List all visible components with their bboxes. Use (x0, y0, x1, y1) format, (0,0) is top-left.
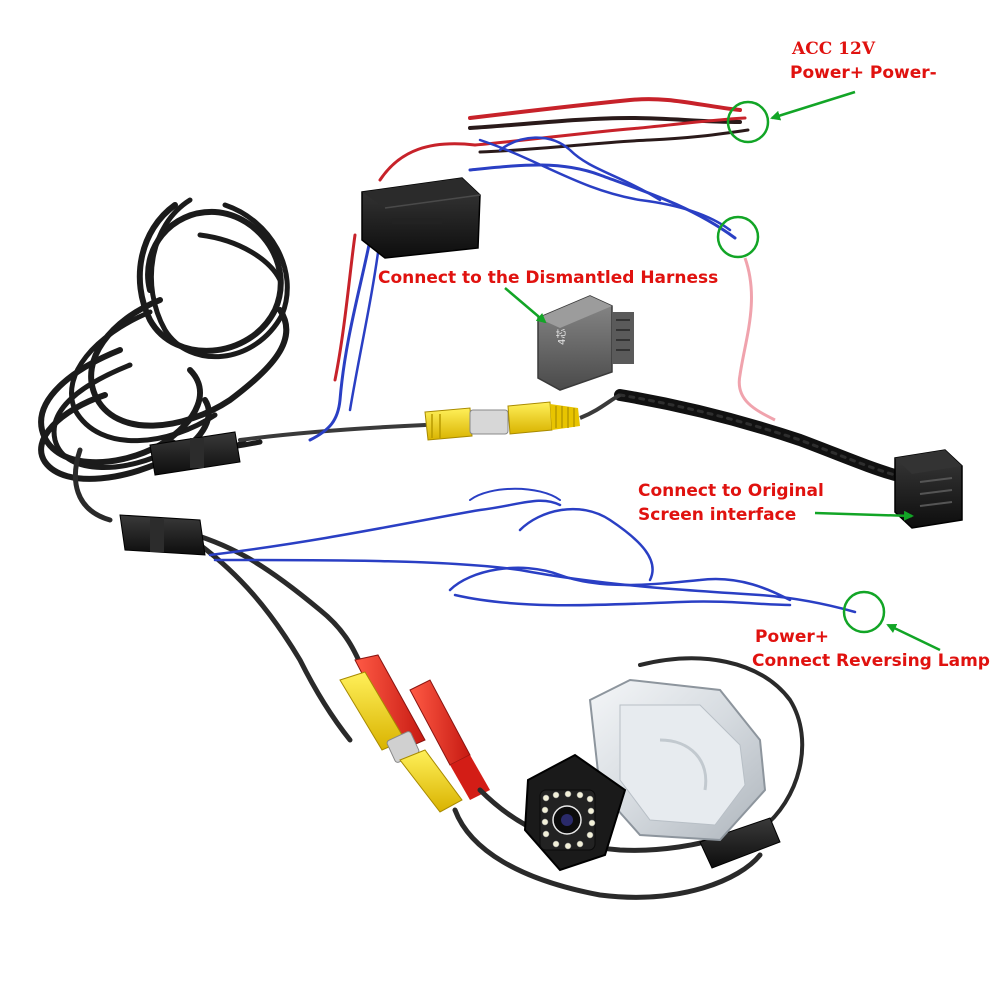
braided-harness (614, 389, 901, 481)
callout-acc (726, 90, 856, 144)
camera-cable (452, 656, 805, 900)
coiled-extension-cable (38, 197, 290, 482)
rca-plugs-bottom (339, 654, 490, 813)
callout-blue-wire (716, 215, 760, 259)
inline-splitter-upper (149, 431, 241, 476)
grey-connector: 4芯 (537, 295, 634, 391)
callout-original-screen (814, 510, 914, 521)
reversing-lamp-label-line1: Power+ (755, 627, 830, 647)
main-video-cable (72, 423, 427, 743)
rca-yellow-joint-top (424, 401, 580, 441)
camera-housing (588, 678, 767, 842)
callout-reversing-lamp (842, 590, 941, 652)
reversing-lamp-label-line2: Connect Reversing Lamp (752, 651, 990, 671)
reversing-camera (523, 753, 627, 872)
acc-label-line2: Power+ Power- (790, 63, 937, 83)
inline-splitter-lower (119, 514, 206, 556)
pink-wire (737, 257, 776, 422)
control-box (361, 177, 481, 259)
inline-splitter-camera (699, 817, 781, 869)
dismantled-harness-label: Connect to the Dismantled Harness (378, 268, 719, 288)
acc-label-line1: ACC 12V (792, 39, 876, 59)
original-screen-label-line1: Connect to Original (638, 481, 824, 501)
video-cable-right (579, 393, 621, 420)
callout-dismantled-harness (504, 287, 547, 324)
blue-signal-wires (308, 136, 737, 442)
reversing-lamp-wires (208, 487, 857, 614)
connector-marking: 4芯 (555, 329, 568, 345)
original-screen-label-line2: Screen interface (638, 505, 797, 525)
screen-interface-connector (894, 449, 963, 529)
